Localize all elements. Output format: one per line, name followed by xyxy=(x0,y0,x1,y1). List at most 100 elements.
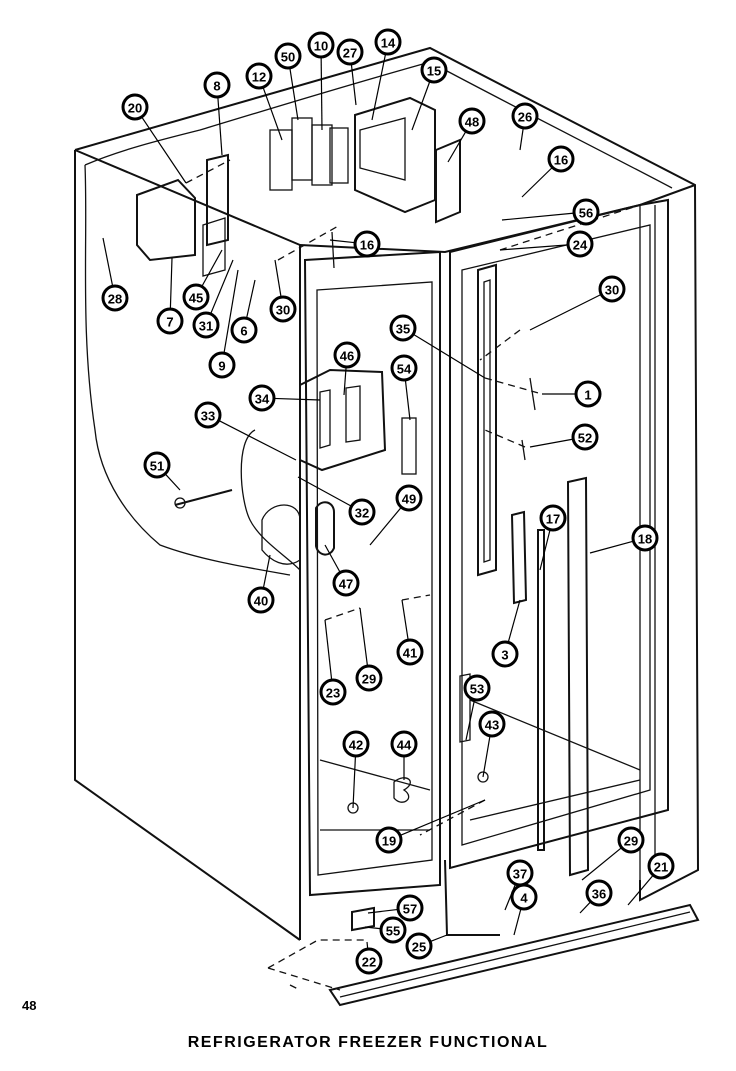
callout-c-22: 22 xyxy=(355,941,383,975)
callout-leader-line xyxy=(210,259,234,315)
callout-circle xyxy=(390,354,418,382)
callout-leader-line xyxy=(218,419,297,461)
callout-label: 43 xyxy=(485,718,499,733)
callout-leader-line xyxy=(499,244,569,251)
callout-leader-line xyxy=(627,874,654,906)
callout-circle xyxy=(547,145,575,173)
callout-circle xyxy=(143,451,171,479)
callout-c-27: 27 xyxy=(336,38,364,106)
page-number: 48 xyxy=(22,998,37,1013)
callout-label: 52 xyxy=(578,431,592,446)
callout-c-23: 23 xyxy=(319,619,347,706)
callout-leader-line xyxy=(364,926,382,930)
callout-c-45: 45 xyxy=(182,249,223,311)
callout-c-56: 56 xyxy=(501,198,600,226)
callout-c-10: 10 xyxy=(307,31,335,131)
callout-label: 21 xyxy=(654,860,668,875)
callout-c-50: 50 xyxy=(274,42,302,121)
callout-label: 47 xyxy=(339,577,353,592)
callout-circle xyxy=(390,730,418,758)
callout-circle xyxy=(389,314,417,342)
callout-label: 41 xyxy=(403,646,417,661)
callout-circle xyxy=(342,730,370,758)
callout-circle xyxy=(511,102,539,130)
callout-leader-line xyxy=(289,67,299,121)
callout-label: 18 xyxy=(638,532,652,547)
callout-c-6: 6 xyxy=(230,279,258,344)
callout-circle xyxy=(101,284,129,312)
callout-circle xyxy=(566,230,594,258)
callout-circle xyxy=(396,894,424,922)
callout-label: 8 xyxy=(213,79,220,94)
callout-c-1: 1 xyxy=(542,380,602,408)
callout-circle xyxy=(333,341,361,369)
callout-c-40: 40 xyxy=(247,554,275,614)
callout-c-35: 35 xyxy=(389,314,486,379)
callout-leader-line xyxy=(329,239,356,244)
callout-c-29a: 29 xyxy=(355,607,383,692)
callout-c-52: 52 xyxy=(529,423,599,451)
callout-c-7: 7 xyxy=(156,257,184,335)
callout-label: 16 xyxy=(360,238,374,253)
callout-circle xyxy=(617,826,645,854)
callout-leader-line xyxy=(399,799,486,836)
callout-leader-line xyxy=(343,366,347,396)
callout-leader-line xyxy=(513,908,522,936)
callout-circle xyxy=(478,710,506,738)
callout-leader-line xyxy=(273,397,321,401)
callout-label: 45 xyxy=(189,291,203,306)
callout-circle xyxy=(631,524,659,552)
callout-leader-line xyxy=(320,56,323,131)
callout-leader-line xyxy=(217,96,223,156)
callout-circle xyxy=(355,947,383,975)
callout-leader-line xyxy=(404,379,411,421)
callout-leader-line xyxy=(519,127,524,151)
callout-circle xyxy=(307,31,335,59)
callout-circle xyxy=(245,62,273,90)
callout-label: 48 xyxy=(465,115,479,130)
callout-label: 4 xyxy=(520,891,528,906)
callout-leader-line xyxy=(297,476,352,507)
callout-c-21: 21 xyxy=(627,852,675,906)
callout-label: 25 xyxy=(412,940,426,955)
callout-leader-line xyxy=(529,438,574,448)
callout-leader-line xyxy=(521,166,553,198)
callout-leader-line xyxy=(529,293,602,331)
callout-leader-line xyxy=(352,755,357,809)
callout-label: 3 xyxy=(501,648,508,663)
callout-leader-line xyxy=(223,269,239,354)
callout-label: 51 xyxy=(150,459,164,474)
callout-circle xyxy=(208,351,236,379)
callout-c-34: 34 xyxy=(248,384,321,412)
callout-label: 12 xyxy=(252,70,266,85)
callout-label: 46 xyxy=(340,349,354,364)
callout-label: 30 xyxy=(276,303,290,318)
callout-circle xyxy=(491,640,519,668)
callout-label: 16 xyxy=(554,153,568,168)
callout-leader-line xyxy=(245,279,256,319)
callout-leader-line xyxy=(411,81,431,131)
callout-label: 29 xyxy=(362,672,376,687)
callout-c-16a: 16 xyxy=(521,145,575,198)
callout-c-18: 18 xyxy=(589,524,659,554)
callout-c-26: 26 xyxy=(511,102,539,151)
callout-circle xyxy=(510,883,538,911)
callout-circle xyxy=(463,674,491,702)
callout-c-31: 31 xyxy=(192,259,234,339)
callout-leader-line xyxy=(324,619,333,681)
diagram-caption: REFRIGERATOR FREEZER FUNCTIONAL xyxy=(187,1034,549,1051)
callout-circle xyxy=(539,504,567,532)
callout-label: 20 xyxy=(128,101,142,116)
callout-c-12: 12 xyxy=(245,62,283,141)
callout-label: 50 xyxy=(281,50,295,65)
callout-circle xyxy=(274,42,302,70)
callout-c-43: 43 xyxy=(478,710,506,778)
callout-c-29b: 29 xyxy=(581,826,645,881)
callout-label: 40 xyxy=(254,594,268,609)
callout-circle xyxy=(571,423,599,451)
callout-leader-line xyxy=(367,908,399,914)
callout-leader-line xyxy=(369,506,402,546)
callout-circle xyxy=(374,28,402,56)
